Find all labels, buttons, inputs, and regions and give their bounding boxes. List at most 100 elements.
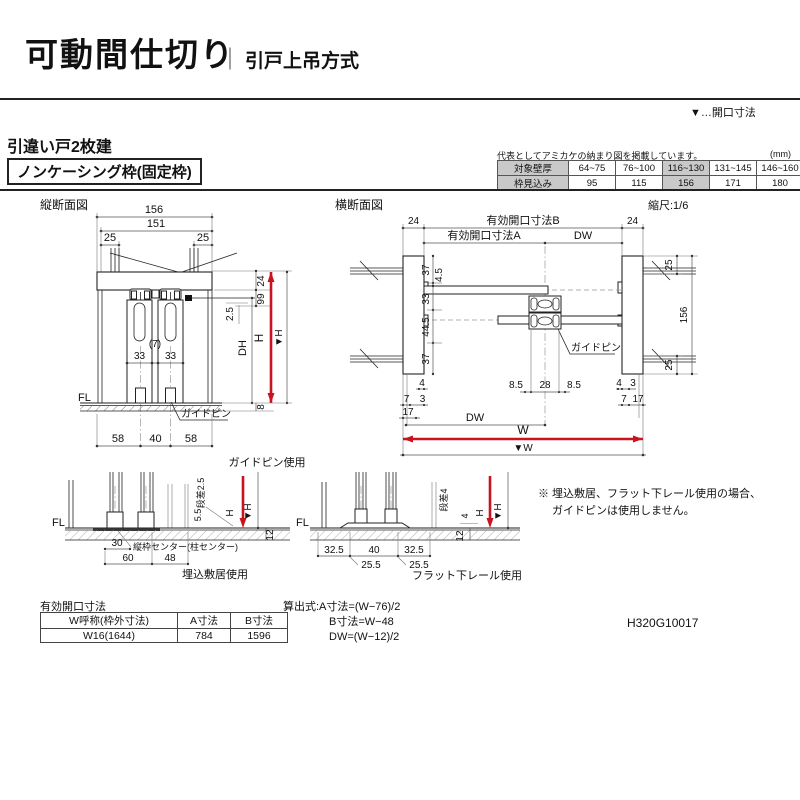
dim-30: 30: [111, 538, 123, 549]
col-header: A寸法: [177, 612, 231, 629]
col-header: B寸法: [230, 612, 288, 629]
door-panel-left: [126, 299, 153, 404]
cell: W16(1644): [40, 628, 178, 643]
opening-b-label: 有効開口寸法B: [486, 213, 559, 227]
fl-label: FL: [78, 392, 91, 404]
detail-guide-pin: ガイドピン使用 FL 段差2.5 5.5 H ▼H: [52, 456, 306, 581]
detail-drawings: ガイドピン使用 FL 段差2.5 5.5 H ▼H: [52, 456, 522, 582]
dim-8-5-left: 8.5: [509, 380, 523, 391]
dim-5-5: 5.5: [193, 509, 203, 522]
dw-bottom-label: DW: [466, 412, 485, 424]
dim-3-right: 3: [630, 378, 636, 389]
guide-pins: [135, 387, 176, 404]
top-dimensions: 156 151 25 25: [95, 204, 214, 272]
cell: 1596: [230, 628, 288, 643]
dim-156: 156: [145, 204, 163, 216]
door-panel-upper: [423, 285, 549, 295]
guide-pin-use-caption: ガイドピン使用: [229, 456, 306, 469]
col-header: W呼称(枠外寸法): [40, 612, 178, 629]
flat-rail-caption: フラット下レール使用: [412, 569, 522, 582]
detail-flat-rail: FL 段差4 4 H ▼H 12 32.5: [296, 472, 522, 582]
formula-dw: DW=(W−12)/2: [329, 630, 400, 643]
document-code: H320G10017: [627, 616, 699, 630]
usage-note: ※ 埋込敷居、フラット下レール使用の場合、 ガイドピンは使用しません。: [538, 486, 761, 520]
note-line-2: ガイドピンは使用しません。: [552, 505, 695, 518]
dim-7: (7): [149, 339, 161, 350]
cell: 95: [568, 175, 616, 191]
dim-25-right: 25: [197, 232, 209, 244]
hanger-rollers: [129, 288, 255, 301]
embedded-sill: [93, 527, 160, 531]
dim-h: H: [252, 334, 266, 343]
guide-pin-label: ガイドピン: [181, 408, 231, 420]
opening-a-label: 有効開口寸法A: [447, 228, 521, 242]
wall-table-unit: (mm): [770, 149, 791, 159]
dim-37-bottom: 37: [421, 353, 432, 365]
dim-37-top: 37: [421, 264, 432, 276]
stopper-block: [185, 295, 192, 301]
cell: 784: [177, 628, 231, 643]
dim-40: 40: [149, 433, 161, 445]
dim-dh: DH: [237, 340, 249, 356]
dim-w-opening: ▼W: [513, 443, 533, 454]
dim-60: 60: [122, 553, 134, 564]
dim-40: 40: [368, 545, 380, 556]
step-label: 段差4: [438, 488, 449, 511]
dim-8-5-right: 8.5: [567, 380, 581, 391]
dim-4-5: 4.5: [434, 268, 445, 282]
opening-table-title: 有効開口寸法: [40, 601, 106, 613]
dim-25-left: 25: [104, 232, 116, 244]
page-title: 可動間仕切り: [25, 36, 235, 73]
table-row: W16(1644) 784 1596: [40, 628, 288, 643]
opening-dimension-table: W呼称(枠外寸法) A寸法 B寸法 W16(1644) 784 1596: [40, 612, 288, 643]
dim-7-right: 7: [621, 394, 627, 405]
page-subtitle: 引戸上吊方式: [245, 51, 360, 72]
floor: FL: [78, 392, 222, 412]
dim-33-right: 33: [165, 351, 177, 362]
wall-stubs: [350, 260, 696, 369]
dim-17-left: 17: [402, 407, 414, 418]
dim-h: H: [225, 509, 236, 516]
cell: 131~145: [709, 160, 757, 176]
dim-33-left: 33: [134, 351, 146, 362]
opening-legend: ▼…開口寸法: [690, 107, 756, 119]
door-width-dimensions: (7) 33 33: [125, 339, 185, 365]
dim-h-opening: ▼H: [274, 329, 285, 346]
dim-17-right: 17: [632, 394, 644, 405]
dim-25-bottom: 25: [664, 359, 675, 371]
cell: 146~160: [756, 160, 800, 176]
dim-24-right: 24: [627, 216, 639, 227]
wall-studs: [109, 248, 238, 273]
embedded-sill-caption: 埋込敷居使用: [182, 567, 248, 581]
dim-h: H: [475, 509, 486, 516]
dim-25-5-right: 25.5: [409, 560, 429, 571]
frame-center-label: 縦枠センター(柱センター): [133, 541, 238, 552]
step-label: 段差2.5: [195, 478, 206, 509]
dim-58-right: 58: [185, 433, 197, 445]
dim-48: 48: [164, 553, 176, 564]
dw-top-label: DW: [574, 230, 593, 242]
wall-table-note: 代表としてアミカケの納まり図を掲載しています。: [497, 151, 703, 161]
scale-label: 縮尺:1/6: [648, 198, 688, 212]
dim-156: 156: [679, 306, 690, 323]
fl-label: FL: [296, 517, 309, 529]
dim-25-5-left: 25.5: [361, 560, 381, 571]
dim-33: 33: [421, 293, 432, 305]
calculation-formulas: 算出式:A寸法=(W−76)/2 B寸法=W−48 DW=(W−12)/2: [283, 600, 400, 645]
dim-2-5: 2.5: [225, 307, 236, 321]
frame-type-box: ノンケーシング枠(固定枠): [7, 158, 202, 185]
dim-4: 4: [460, 513, 470, 518]
dim-7-left: 7: [404, 394, 410, 405]
cell: 76~100: [615, 160, 663, 176]
door-type-heading: 引違い戸2枚建: [7, 139, 112, 156]
right-jamb: [621, 255, 644, 375]
header-beam: [96, 271, 213, 291]
dim-w: W: [517, 423, 529, 437]
guide-pin-units: [528, 295, 562, 330]
dim-99: 99: [256, 293, 267, 305]
dim-25-top: 25: [664, 259, 675, 271]
fl-label: FL: [52, 517, 65, 529]
cell: 64~75: [568, 160, 616, 176]
table-header-row: W呼称(枠外寸法) A寸法 B寸法: [40, 612, 288, 629]
